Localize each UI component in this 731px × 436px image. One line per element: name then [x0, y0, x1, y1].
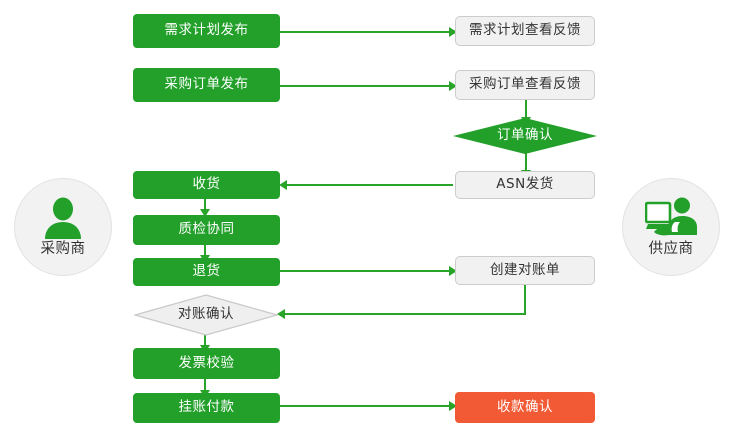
node-label: 发票校验 [178, 354, 235, 371]
node-quality-collab[interactable]: 质检协同 [133, 215, 280, 245]
actor-buyer[interactable]: 采购商 [14, 178, 112, 276]
edge-statement-to-confirm-arrow [277, 309, 285, 319]
edge-po-publish-arrow [449, 81, 457, 91]
node-return-goods[interactable]: 退货 [133, 258, 280, 286]
edge-confirm-to-asn [525, 152, 527, 173]
edge-qc-to-return [204, 244, 206, 258]
node-order-confirm[interactable]: 订单确认 [453, 118, 597, 154]
edge-statement-to-confirm [285, 313, 526, 315]
edge-payment-to-receipt [279, 405, 451, 407]
node-label: 采购订单查看反馈 [469, 76, 581, 93]
edge-demand-plan-arrow [449, 27, 457, 37]
node-label: 收款确认 [497, 398, 553, 415]
edge-receipt-to-qc-arrow [200, 209, 210, 217]
edge-asn-to-receipt-arrow [279, 180, 287, 190]
node-po-publish[interactable]: 采购订单发布 [133, 68, 280, 102]
diamond-shape-white [134, 294, 278, 336]
node-statement-confirm[interactable]: 对账确认 [134, 294, 278, 336]
edge-demand-plan [279, 31, 451, 33]
edge-receipt-to-qc [204, 198, 206, 212]
actor-supplier-label: 供应商 [648, 241, 694, 258]
node-label: 创建对账单 [490, 261, 560, 278]
node-receipt-confirm[interactable]: 收款确认 [455, 392, 595, 423]
person-icon [43, 197, 83, 241]
node-goods-receipt[interactable]: 收货 [133, 171, 280, 199]
node-label: 退货 [192, 263, 221, 280]
node-po-feedback[interactable]: 采购订单查看反馈 [455, 70, 595, 100]
node-create-statement[interactable]: 创建对账单 [455, 256, 595, 285]
node-label: 挂账付款 [178, 399, 235, 416]
node-label: 订单确认 [497, 127, 553, 144]
node-label: 需求计划发布 [164, 22, 249, 39]
node-invoice-verify[interactable]: 发票校验 [133, 348, 280, 379]
node-label: 需求计划查看反馈 [469, 22, 581, 39]
edge-invoice-to-payment [204, 379, 206, 393]
node-label: 采购订单发布 [164, 76, 249, 93]
actor-buyer-label: 采购商 [40, 241, 86, 258]
node-payable-payment[interactable]: 挂账付款 [133, 393, 280, 423]
node-demand-plan-publish[interactable]: 需求计划发布 [133, 14, 280, 48]
person-at-computer-icon [644, 197, 697, 241]
edge-return-to-statement [279, 270, 451, 272]
edge-return-to-statement-arrow [449, 266, 457, 276]
diamond-shape-green [453, 118, 597, 154]
node-asn-shipment[interactable]: ASN发货 [455, 171, 595, 199]
node-label: ASN发货 [496, 176, 554, 193]
node-label: 对账确认 [178, 306, 234, 323]
node-demand-plan-feedback[interactable]: 需求计划查看反馈 [455, 16, 595, 46]
edge-asn-to-receipt [286, 184, 453, 186]
edge-confirm-to-invoice [204, 335, 206, 348]
edge-po-publish [279, 85, 451, 87]
node-label: 收货 [192, 176, 221, 193]
actor-supplier[interactable]: 供应商 [622, 178, 720, 276]
edge-payment-to-receipt-arrow [449, 401, 457, 411]
node-label: 质检协同 [178, 221, 235, 238]
edge-statement-down [524, 284, 526, 315]
edge-po-to-confirm [525, 99, 527, 120]
